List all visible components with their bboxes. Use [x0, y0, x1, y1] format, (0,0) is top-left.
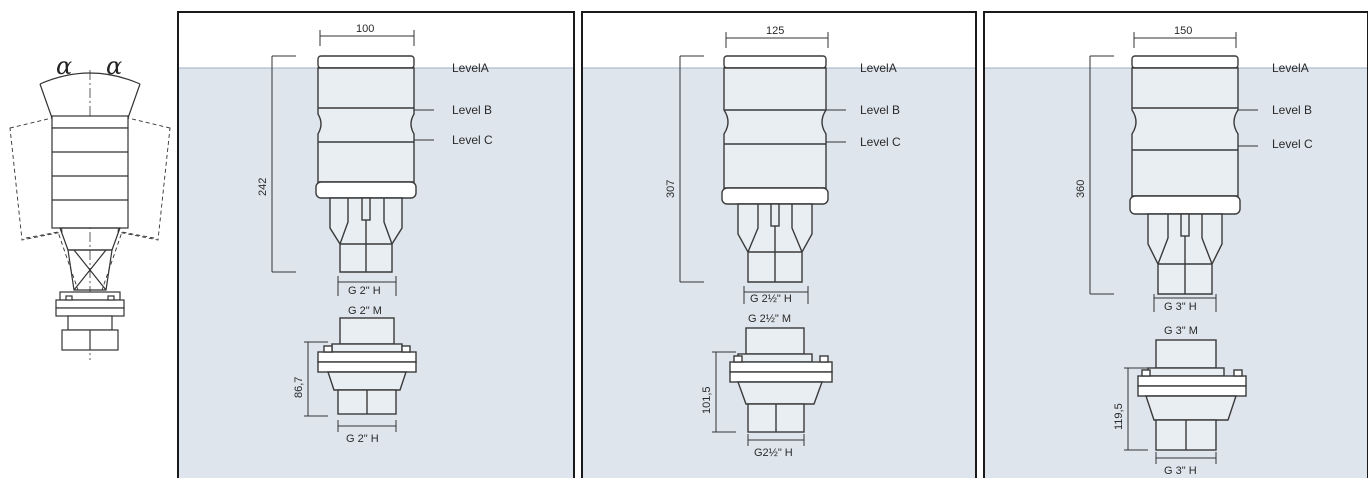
- valve-body: [1129, 55, 1241, 295]
- panel-2: 125 307 LevelA Level B Level C: [581, 11, 977, 478]
- level-c-label: Level C: [452, 133, 493, 147]
- panel-3: 150 360 LevelA Level B Level C: [983, 11, 1368, 478]
- fitting-height-dimension: 101,5: [701, 386, 713, 414]
- level-c-label: Level C: [860, 135, 901, 149]
- width-dimension: 100: [356, 23, 374, 35]
- panel-1: 100 242 LevelA Level B Le: [177, 11, 575, 478]
- thread-male-label: G 3" M: [1164, 325, 1198, 337]
- level-b-label: Level B: [452, 103, 492, 117]
- fitting: [729, 327, 833, 433]
- fitting-height-dimension: 119,5: [1113, 403, 1125, 430]
- level-a-label: LevelA: [452, 61, 489, 75]
- height-dimension: 360: [1075, 180, 1087, 198]
- thread-male-label: G 2" M: [348, 305, 382, 317]
- thread-body-label: G 3" H: [1164, 301, 1197, 313]
- valve-body: [721, 55, 829, 283]
- level-a-label: LevelA: [1272, 61, 1309, 75]
- level-b-label: Level B: [1272, 103, 1312, 117]
- valve-body: [315, 55, 417, 273]
- level-c-label: Level C: [1272, 137, 1313, 151]
- side-view-diagram: [9, 70, 171, 360]
- height-dimension: 242: [257, 178, 269, 196]
- thread-bottom-label: G 3" H: [1164, 465, 1197, 477]
- width-dimension: 150: [1174, 25, 1192, 37]
- height-dimension: 307: [665, 180, 677, 198]
- thread-bottom-label: G 2" H: [346, 433, 379, 445]
- thread-body-label: G 2½" H: [750, 293, 792, 305]
- fitting: [317, 317, 417, 415]
- width-dimension: 125: [766, 25, 784, 37]
- thread-body-label: G 2" H: [348, 285, 381, 297]
- level-b-label: Level B: [860, 103, 900, 117]
- fitting: [1137, 339, 1247, 451]
- thread-male-label: G 2½" M: [748, 313, 791, 325]
- angle-label-left: α: [56, 52, 72, 80]
- fitting-height-dimension: 86,7: [293, 377, 305, 398]
- thread-bottom-label: G2½" H: [754, 447, 793, 459]
- angle-label-right: α: [106, 52, 122, 80]
- level-a-label: LevelA: [860, 61, 897, 75]
